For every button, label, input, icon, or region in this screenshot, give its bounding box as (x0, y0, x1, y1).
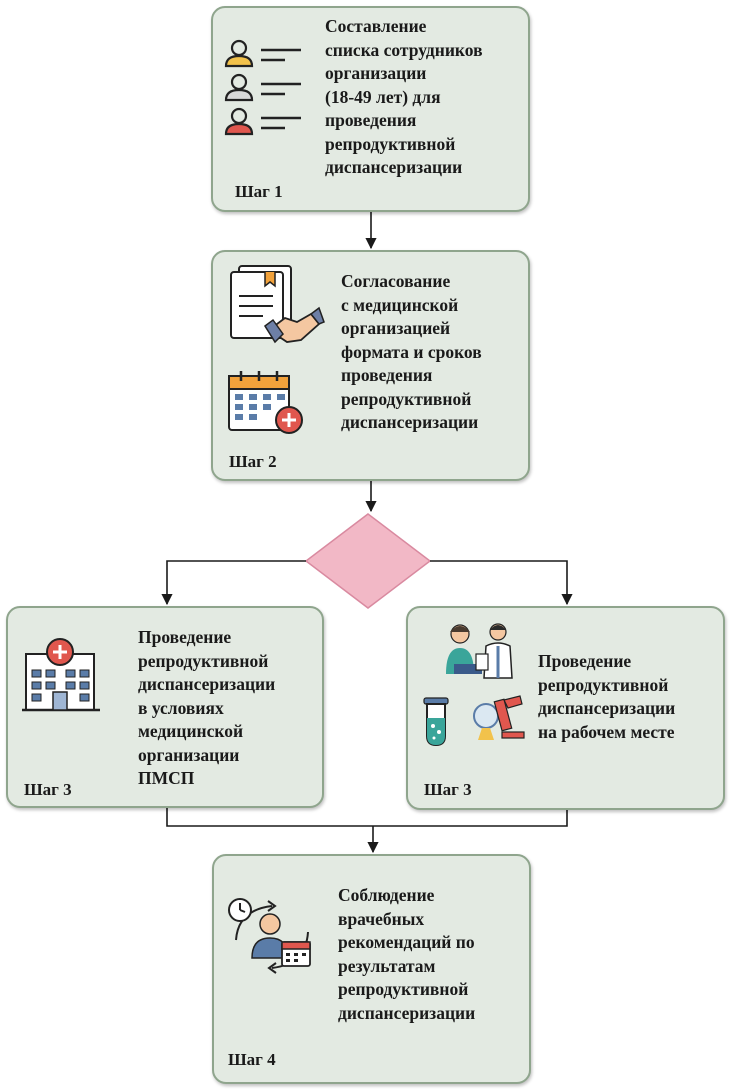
employee-list-icon (224, 39, 301, 136)
calendar-plus-icon (228, 371, 303, 434)
doctor-patient-icon (446, 623, 513, 679)
step-3-right-text: Проведение репродуктивной диспансеризаци… (538, 651, 676, 742)
arrow-decision-to-right (430, 560, 573, 606)
step-3-right-box: Проведение репродуктивной диспансеризаци… (406, 606, 725, 810)
step-2-label: Шаг 2 (229, 452, 277, 471)
merge-line (166, 808, 568, 827)
hospital-icon (22, 638, 100, 712)
arrow-decision-to-left (161, 560, 306, 606)
step-3-right-label: Шаг 3 (424, 780, 472, 799)
patient-followup-icon (228, 898, 311, 974)
step-1-box: Составление списка сотрудников организац… (211, 6, 530, 212)
decision-diamond (304, 513, 432, 609)
step-4-text: Соблюдение врачебных рекомендаций по рез… (338, 885, 476, 1023)
step-2-text: Согласование с медицинской организацией … (341, 271, 482, 432)
agreement-document-icon (230, 265, 325, 344)
step-4-box: Соблюдение врачебных рекомендаций по рез… (212, 854, 531, 1084)
step-1-label: Шаг 1 (235, 182, 283, 201)
test-tube-icon (423, 697, 449, 747)
step-1-text: Составление списка сотрудников организац… (325, 16, 483, 177)
step-3-left-label: Шаг 3 (24, 780, 72, 799)
step-4-label: Шаг 4 (228, 1050, 276, 1069)
step-2-box: Согласование с медицинской организацией … (211, 250, 530, 481)
step-3-left-box: Проведение репродуктивной диспансеризаци… (6, 606, 324, 808)
step-3-left-text: Проведение репродуктивной диспансеризаци… (138, 627, 276, 788)
microscope-icon (473, 695, 525, 740)
